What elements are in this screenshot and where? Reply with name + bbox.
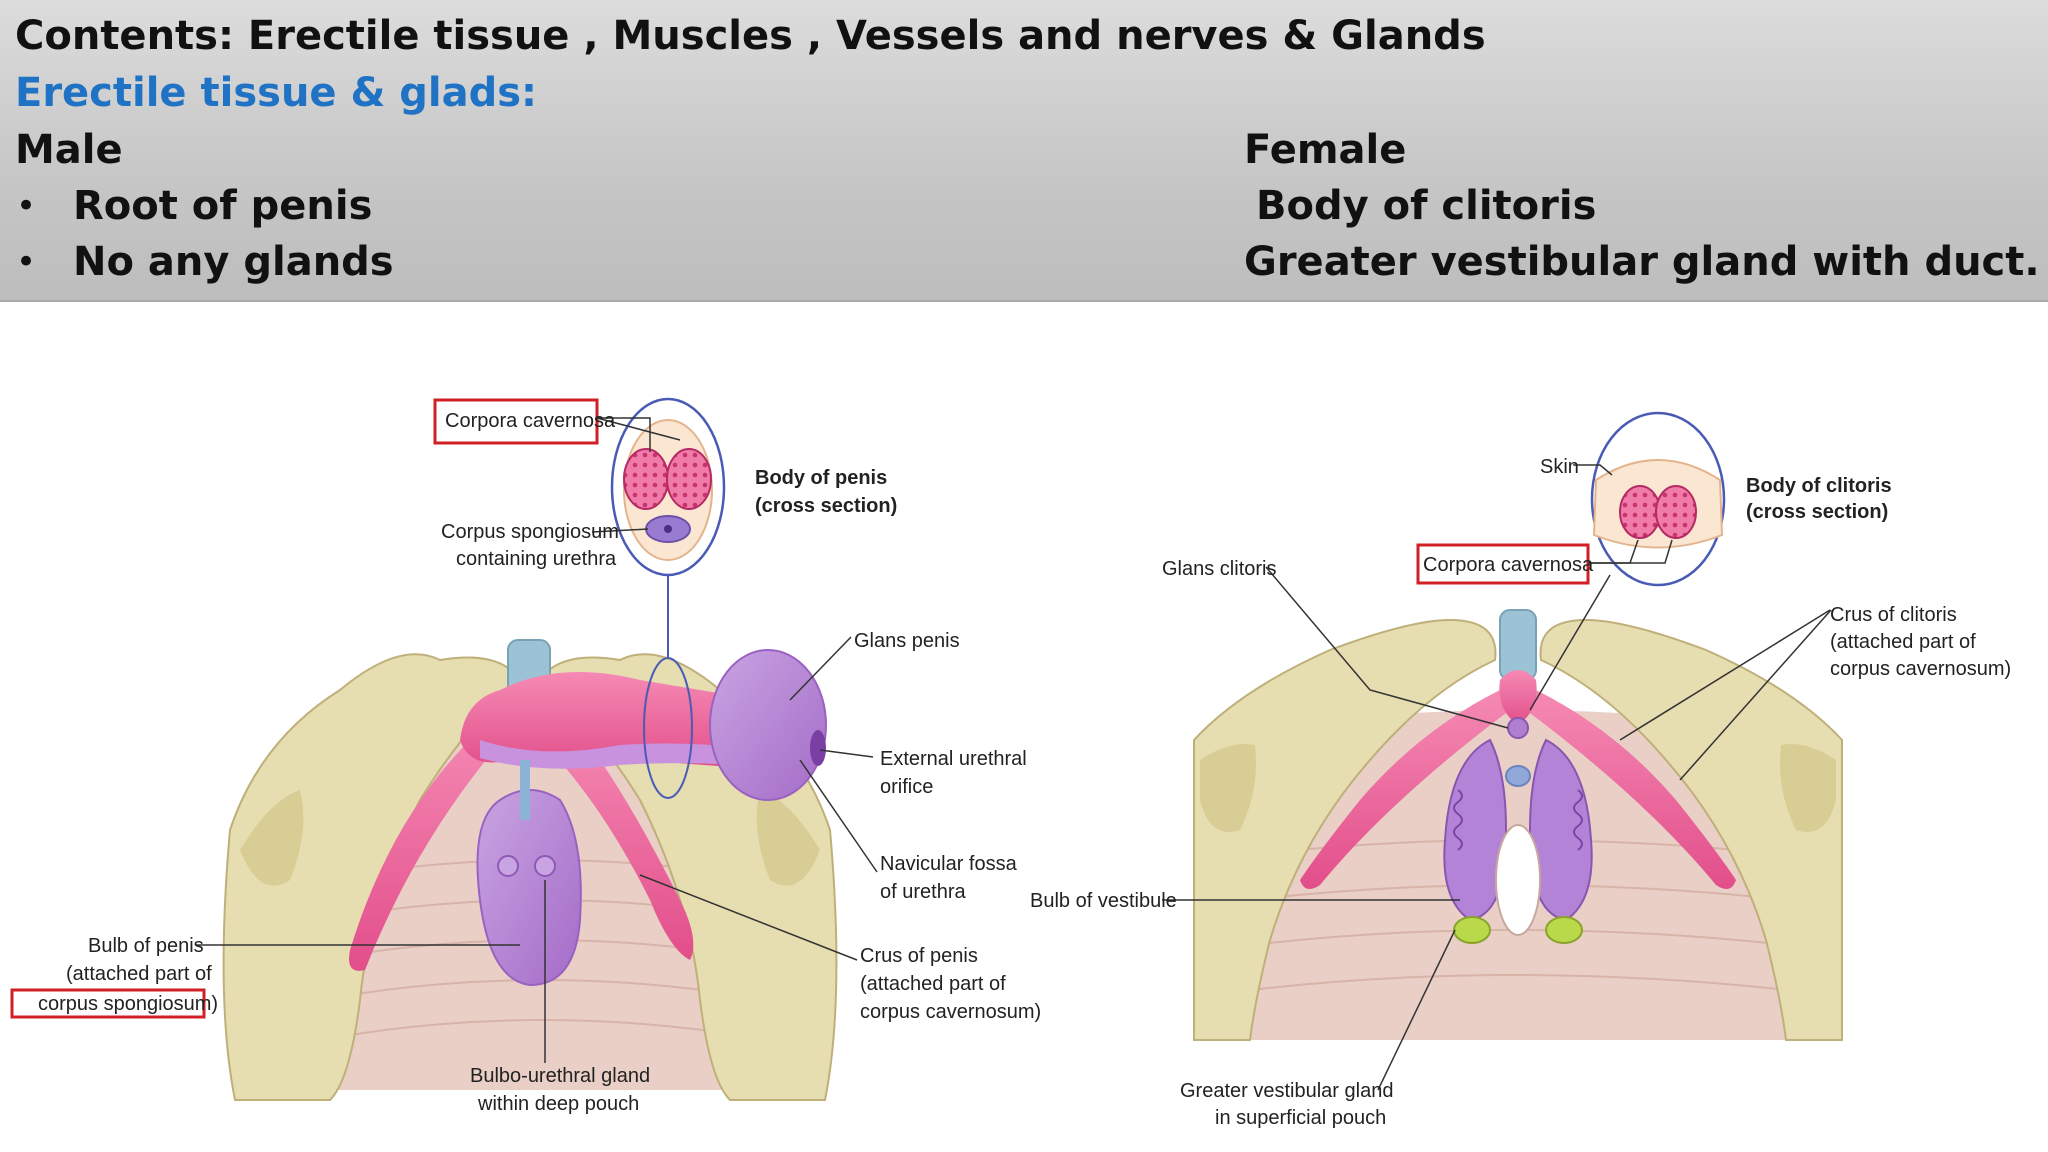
male-corpus-cavernosum-left [623,448,669,510]
female-vaginal-orifice [1495,824,1541,936]
label-containing-urethra: containing urethra [456,548,617,570]
header-banner: Contents: Erectile tissue , Muscles , Ve… [0,0,2048,302]
label-external-urethral-orifice: orifice [880,776,933,798]
label-crus-corpus-cavernosum: corpus cavernosum) [860,1001,1041,1023]
label-glans-clitoris: Glans clitoris [1162,558,1276,580]
female-item-body: Body of clitoris [1256,183,1597,229]
female-perineum-illustration [1193,609,1843,1041]
label-crus-of-clitoris: Crus of clitoris [1830,604,1957,626]
male-item-root: Root of penis [73,183,373,229]
female-item-gland: Greater vestibular gland with duct. [1244,239,2040,285]
female-cross-section-inset [1529,411,1726,711]
male-leader-lines [195,417,878,1063]
male-glans-penis [709,649,827,801]
section-title: Erectile tissue & glads: [15,70,538,116]
female-urethral-orifice [1505,765,1531,787]
male-bulbourethral-gland [497,855,519,877]
male-corpus-cavernosum-right [666,448,712,510]
label-bulbo-urethral-gland: Bulbo-urethral gland [470,1065,650,1087]
label-skin: Skin [1540,456,1579,478]
male-bulb-of-penis [476,789,582,987]
label-navicular-fossa-of-urethra: of urethra [880,881,966,903]
label-corpora-cavernosa-male: Corpora cavernosa [445,410,616,432]
label-within-deep-pouch: within deep pouch [477,1093,639,1115]
label-greater-vestibular-gland: Greater vestibular gland [1180,1080,1393,1102]
male-heading: Male [15,127,123,173]
label-crus-of-penis: Crus of penis [860,945,978,967]
label-glans-penis: Glans penis [854,630,960,652]
label-body-of-penis-cross-section: (cross section) [755,495,897,517]
female-heading: Female [1244,127,1407,173]
highlight-box-corpora-cavernosa-male [433,398,599,445]
male-perineum-illustration [222,575,838,1101]
label-corpus-spongiosum: Corpus spongiosum [441,521,619,543]
male-left-pubic-ramus [222,653,522,1101]
bullet-marker: • [16,186,37,226]
male-left-crus [349,720,520,971]
female-corpus-cavernosum-right [1655,485,1697,539]
female-right-crus-of-clitoris [1526,690,1736,889]
female-body-of-clitoris [1499,670,1537,725]
female-corpus-cavernosum-left [1619,485,1661,539]
label-crus-attached-female: (attached part of [1830,631,1976,653]
label-body-of-clitoris: Body of clitoris [1746,475,1892,497]
female-glans-clitoris [1507,717,1529,739]
label-bulb-attached: (attached part of [66,963,212,985]
label-crus-corpus-cavernosum-female: corpus cavernosum) [1830,658,2011,680]
label-crus-attached: (attached part of [860,973,1006,995]
label-bulb-corpus-spongiosum: corpus spongiosum) [38,993,218,1015]
female-right-pubic-ramus [1539,618,1843,1041]
label-external-urethral: External urethral [880,748,1027,770]
label-bulb-of-vestibule: Bulb of vestibule [1030,890,1177,912]
label-bulb-of-penis: Bulb of penis [88,935,204,957]
label-navicular-fossa: Navicular fossa [880,853,1018,875]
label-in-superficial-pouch: in superficial pouch [1215,1107,1386,1129]
female-left-crus-of-clitoris [1300,690,1510,889]
label-corpora-cavernosa-female: Corpora cavernosa [1423,554,1594,576]
label-body-of-penis: Body of penis [755,467,887,489]
contents-line: Contents: Erectile tissue , Muscles , Ve… [15,13,1486,59]
female-left-greater-vestibular-gland [1453,916,1491,944]
bullet-marker: • [16,242,37,282]
female-left-pubic-ramus [1193,618,1497,1041]
female-leader-lines [1162,464,1832,1091]
highlight-box-corpora-cavernosa-female [1416,543,1590,585]
male-cross-section-inset [610,397,726,577]
label-body-of-clitoris-cross-section: (cross section) [1746,501,1888,523]
male-item-glands: No any glands [73,239,394,285]
female-pubic-symphysis [1499,609,1537,681]
male-right-crus [540,720,694,960]
female-right-greater-vestibular-gland [1545,916,1583,944]
highlight-box-bulb-of-penis [10,988,206,1019]
